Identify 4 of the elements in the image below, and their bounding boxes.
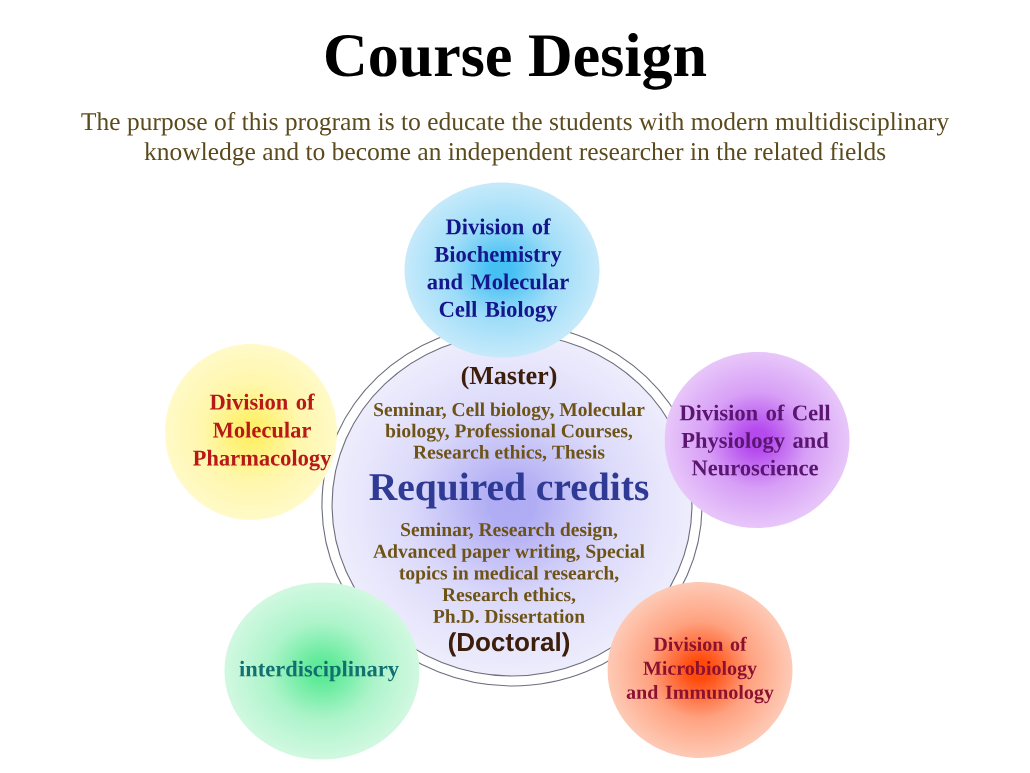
- label: Division of Molecular Pharmacology: [193, 393, 332, 471]
- title: Course Design: [326, 33, 707, 90]
- subtitle: The purpose of this program is to educate the students with modern multidisciplinary knowledge and to become an independent researcher in the related fields: [81, 112, 950, 166]
- label: Division of Biochemistry and Molecular Cell Biology: [427, 218, 569, 322]
